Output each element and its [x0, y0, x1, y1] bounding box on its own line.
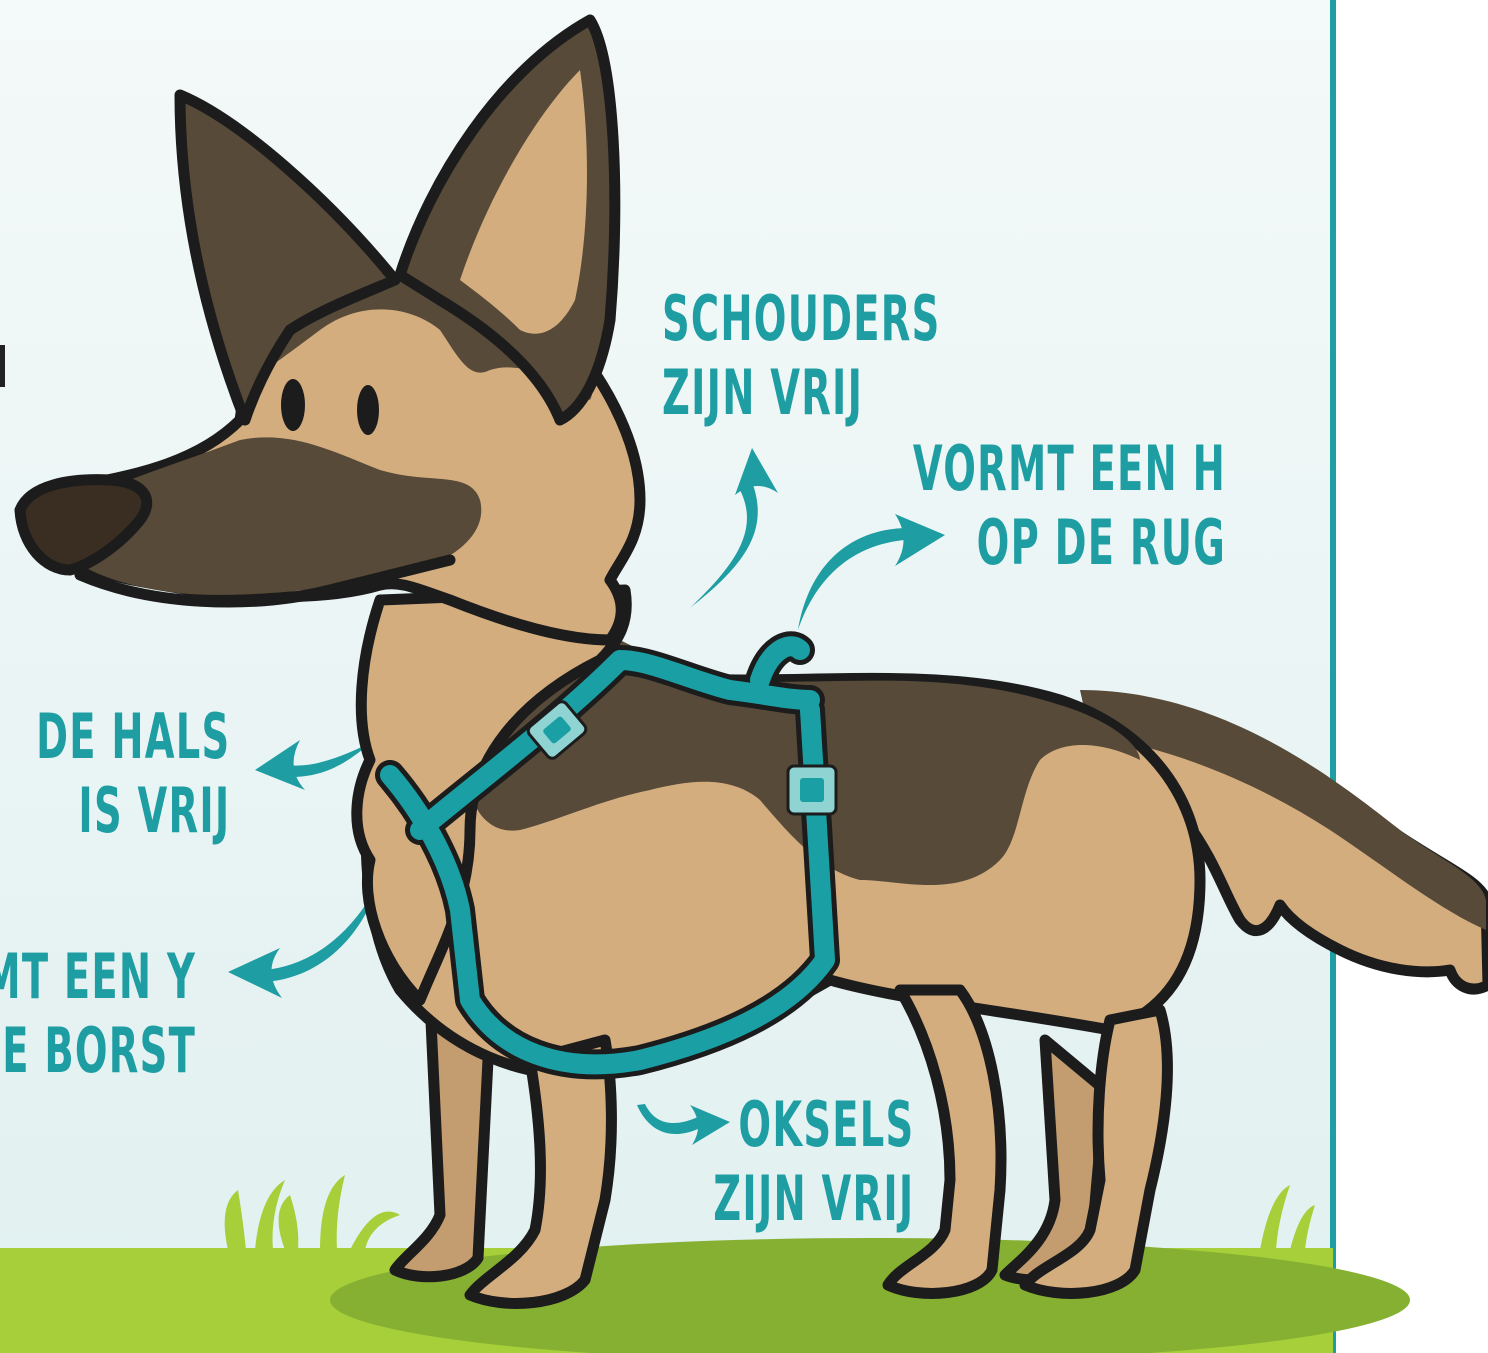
label-armpits-line1: OKSELS	[713, 1088, 914, 1162]
left-eye	[281, 379, 305, 431]
label-shoulders-line2: ZIJN VRIJ	[662, 356, 941, 430]
label-shoulders-line1: SCHOUDERS	[662, 282, 941, 356]
panel-border	[1330, 0, 1336, 1353]
label-back-line2: OP DE RUG	[913, 506, 1226, 580]
label-chest-line2: PE BORST	[0, 1014, 196, 1088]
label-neck-line2: IS VRIJ	[36, 774, 230, 848]
label-armpits-line2: ZIJN VRIJ	[713, 1162, 914, 1236]
buckle-back	[788, 766, 836, 814]
label-back: VORMT EEN H OP DE RUG	[913, 432, 1226, 580]
label-chest-line1: MT EEN Y	[0, 940, 196, 1014]
label-shoulders: SCHOUDERS ZIJN VRIJ	[662, 282, 941, 430]
label-neck: DE HALS IS VRIJ	[36, 700, 230, 848]
right-eye	[357, 385, 379, 435]
label-armpits: OKSELS ZIJN VRIJ	[713, 1088, 914, 1236]
label-back-line1: VORMT EEN H	[913, 432, 1226, 506]
label-chest: MT EEN Y PE BORST	[0, 940, 196, 1088]
cropped-text-fragment	[0, 345, 5, 387]
label-neck-line1: DE HALS	[36, 700, 230, 774]
